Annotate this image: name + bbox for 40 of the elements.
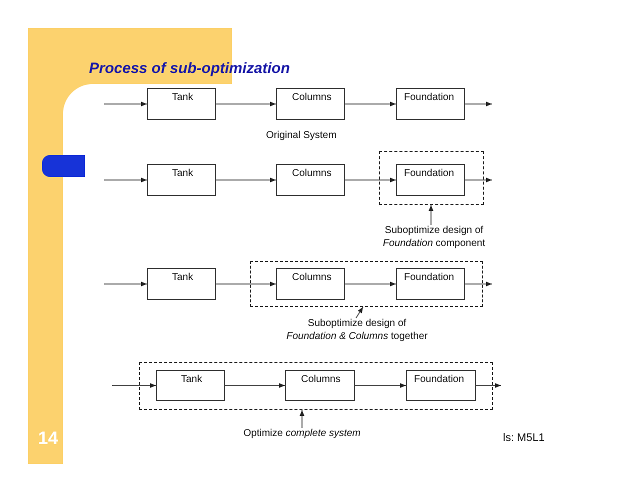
process-box: Foundation bbox=[396, 88, 465, 120]
flow-arrow bbox=[104, 178, 148, 182]
dashed-boundary-box bbox=[250, 261, 483, 307]
flow-arrow bbox=[464, 102, 492, 106]
process-box: Foundation bbox=[406, 370, 476, 401]
process-box: Columns bbox=[285, 370, 355, 401]
flow-arrow bbox=[344, 102, 396, 106]
process-box: Columns bbox=[276, 88, 345, 120]
flow-arrow bbox=[464, 178, 492, 182]
flow-arrow bbox=[464, 282, 492, 286]
dashed-boundary-box bbox=[379, 151, 484, 205]
process-box: Tank bbox=[156, 370, 225, 401]
process-box: Columns bbox=[276, 164, 345, 196]
process-box: Columns bbox=[276, 268, 345, 300]
flow-arrow bbox=[112, 383, 156, 388]
process-box: Foundation bbox=[396, 268, 465, 300]
flow-arrow bbox=[104, 102, 148, 106]
slide-reference: ls: M5L1 bbox=[503, 432, 545, 444]
flow-arrow bbox=[224, 383, 286, 388]
annotation-text: Suboptimize design of Foundation & Columns together bbox=[283, 318, 431, 343]
process-box: Foundation bbox=[396, 164, 465, 196]
flow-arrow bbox=[476, 383, 502, 388]
process-box: Tank bbox=[147, 268, 216, 300]
flow-arrow bbox=[216, 178, 276, 182]
process-box: Tank bbox=[147, 164, 216, 196]
flow-arrow bbox=[216, 282, 276, 286]
leader-arrow bbox=[356, 306, 364, 318]
flow-arrow bbox=[354, 383, 406, 388]
page-number: 14 bbox=[38, 428, 58, 449]
flow-arrow bbox=[344, 178, 396, 182]
annotation-text: Suboptimize design of Foundation component bbox=[376, 225, 492, 250]
leader-arrow bbox=[428, 204, 434, 226]
flow-arrow bbox=[344, 282, 396, 286]
system-caption: Original System bbox=[266, 130, 337, 141]
leader-arrow bbox=[300, 410, 304, 428]
flow-arrow bbox=[104, 282, 148, 286]
process-box: Tank bbox=[147, 88, 216, 120]
dashed-boundary-box bbox=[139, 362, 493, 410]
flow-arrow bbox=[216, 102, 276, 106]
annotation-text: Optimize complete system bbox=[240, 428, 364, 440]
